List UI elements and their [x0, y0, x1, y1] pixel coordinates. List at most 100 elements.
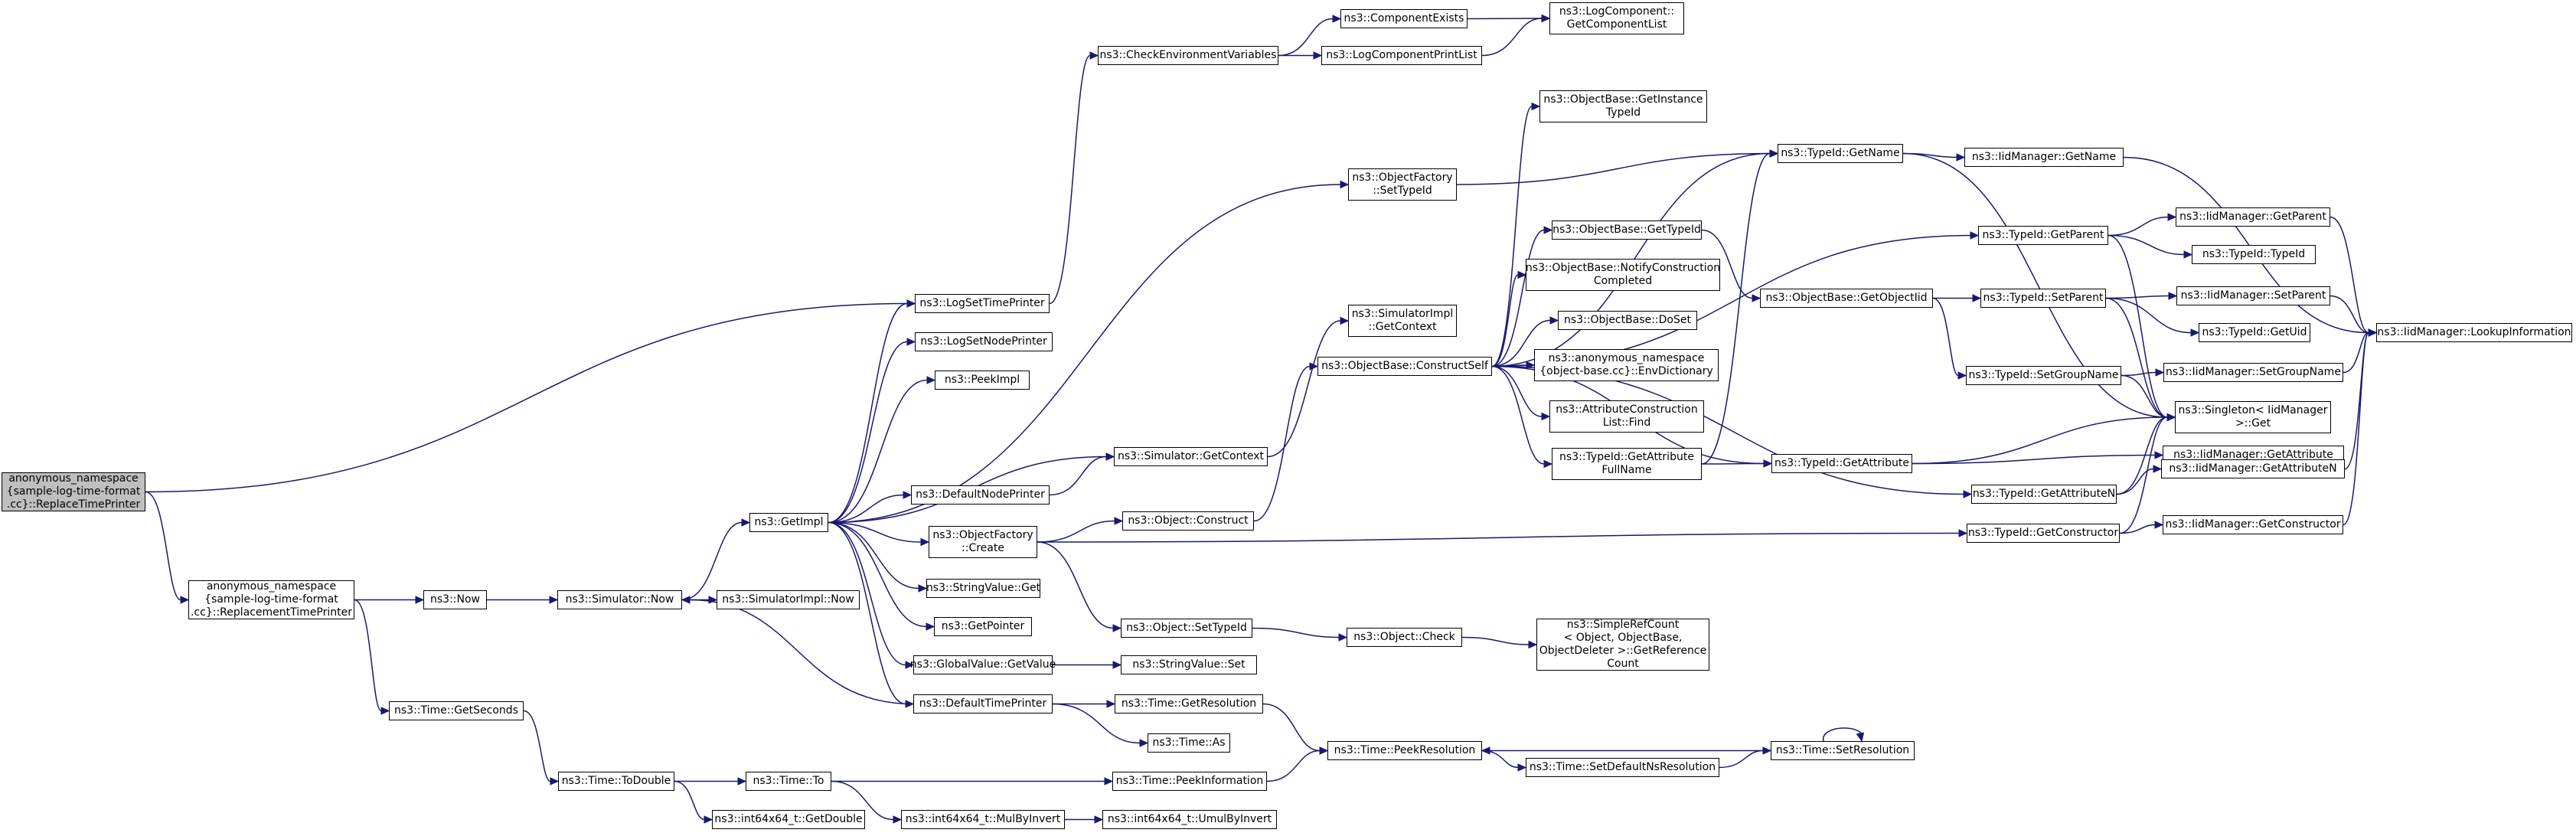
graph-node-simnow[interactable]: ns3::Simulator::Now	[557, 590, 682, 609]
graph-node-lookupinfo[interactable]: ns3::IidManager::LookupInformation	[2376, 323, 2572, 342]
graph-node-timetodouble[interactable]: ns3::Time::ToDouble	[558, 772, 674, 791]
graph-node-deftimeprinter[interactable]: ns3::DefaultTimePrinter	[913, 694, 1053, 714]
graph-node-timeas[interactable]: ns3::Time::As	[1148, 733, 1230, 753]
graph-node-doset[interactable]: ns3::ObjectBase::DoSet	[1558, 311, 1697, 330]
graph-node-timepeekinfo[interactable]: ns3::Time::PeekInformation	[1112, 772, 1267, 791]
edge-getimpl-to-deftimeprinter	[828, 521, 915, 708]
graph-node-label: ns3::TypeId::SetParent	[1983, 292, 2104, 304]
graph-node-singletonget[interactable]: ns3::Singleton< IidManager >::Get	[2175, 401, 2331, 433]
graph-node-label: ns3::Time::As	[1152, 736, 1226, 749]
graph-node-label: ns3::TypeId::GetAttribute FullName	[1559, 451, 1694, 476]
graph-node-getattrfullname[interactable]: ns3::TypeId::GetAttribute FullName	[1552, 448, 1702, 480]
graph-node-label: ns3::SimpleRefCount < Object, ObjectBase…	[1539, 619, 1707, 670]
graph-node-replacement[interactable]: anonymous_namespace {sample-log-time-for…	[188, 580, 354, 619]
edge-timeto-to-mulbyinvert	[831, 780, 903, 824]
graph-node-label: ns3::LogSetTimePrinter	[919, 297, 1045, 309]
graph-node-label: ns3::Object::Check	[1353, 631, 1455, 643]
graph-node-label: ns3::TypeId::GetAttributeN	[1972, 488, 2116, 500]
graph-node-checkenv[interactable]: ns3::CheckEnvironmentVariables	[1098, 46, 1278, 65]
graph-node-timegetres[interactable]: ns3::Time::GetResolution	[1115, 694, 1263, 714]
edge-constructself-to-getattrfullname	[1491, 365, 1553, 469]
graph-node-getinstancetypeid[interactable]: ns3::ObjectBase::GetInstance TypeId	[1539, 90, 1707, 122]
graph-node-setdefaultns[interactable]: ns3::Time::SetDefaultNsResolution	[1526, 758, 1719, 777]
graph-node-label: ns3::TypeId::GetParent	[1982, 229, 2104, 241]
graph-node-label: ns3::ObjectBase::GetTypeId	[1552, 224, 1701, 236]
graph-node-simimplgetcontext[interactable]: ns3::SimulatorImpl ::GetContext	[1348, 305, 1457, 337]
graph-node-typeidgetattribute[interactable]: ns3::TypeId::GetAttribute	[1771, 454, 1912, 473]
edge-getobjectiid-to-typeidsetgroupname	[1932, 297, 1967, 380]
graph-node-objfactcreate[interactable]: ns3::ObjectFactory ::Create	[929, 526, 1037, 558]
graph-node-iidgetparent[interactable]: ns3::IidManager::GetParent	[2176, 207, 2330, 227]
graph-node-label: ns3::ObjectBase::DoSet	[1564, 314, 1691, 326]
graph-node-label: ns3::ObjectBase::ConstructSelf	[1321, 360, 1488, 372]
graph-node-root[interactable]: anonymous_namespace {sample-log-time-for…	[2, 472, 145, 511]
graph-node-label: ns3::ObjectBase::GetInstance TypeId	[1543, 93, 1703, 119]
graph-node-simplerefcount[interactable]: ns3::SimpleRefCount < Object, ObjectBase…	[1536, 619, 1709, 671]
graph-node-iidsetgroupname[interactable]: ns3::IidManager::SetGroupName	[2163, 363, 2343, 382]
graph-node-getpointer[interactable]: ns3::GetPointer	[934, 617, 1032, 636]
graph-node-label: anonymous_namespace {sample-log-time-for…	[190, 580, 352, 619]
graph-node-logsettime[interactable]: ns3::LogSetTimePrinter	[915, 294, 1050, 313]
edge-typeidsetparent-to-singletonget	[2105, 297, 2176, 422]
graph-node-label: ns3::DefaultTimePrinter	[919, 697, 1047, 710]
graph-node-objfactsettypeid[interactable]: ns3::ObjectFactory ::SetTypeId	[1348, 168, 1457, 201]
graph-node-umulbyinvert[interactable]: ns3::int64x64_t::UmulByInvert	[1102, 810, 1277, 829]
edge-logcompprint-to-logcomplist	[1481, 14, 1551, 57]
graph-node-objsettypeid[interactable]: ns3::Object::SetTypeId	[1121, 619, 1252, 638]
graph-node-iidgetconstructor[interactable]: ns3::IidManager::GetConstructor	[2163, 515, 2343, 534]
graph-node-label: ns3::Object::SetTypeId	[1126, 622, 1247, 634]
graph-node-iidgetattributen[interactable]: ns3::IidManager::GetAttributeN	[2161, 459, 2345, 478]
graph-node-typeidgetname[interactable]: ns3::TypeId::GetName	[1778, 144, 1903, 163]
graph-node-logcompprint[interactable]: ns3::LogComponentPrintList	[1321, 46, 1482, 65]
graph-node-constructself[interactable]: ns3::ObjectBase::ConstructSelf	[1317, 357, 1492, 376]
graph-node-now[interactable]: ns3::Now	[423, 590, 487, 609]
graph-node-notifyconstruction[interactable]: ns3::ObjectBase::NotifyConstruction Comp…	[1526, 259, 1720, 291]
graph-node-setres[interactable]: ns3::Time::SetResolution	[1771, 741, 1915, 760]
graph-node-typeidsetgroupname[interactable]: ns3::TypeId::SetGroupName	[1966, 366, 2121, 385]
graph-node-peekimpl[interactable]: ns3::PeekImpl	[935, 371, 1030, 390]
graph-node-simgetcontext[interactable]: ns3::Simulator::GetContext	[1114, 447, 1268, 466]
edge-constructself-to-getinstancetypeid	[1491, 102, 1541, 367]
graph-node-defnodeprinter[interactable]: ns3::DefaultNodePrinter	[911, 485, 1050, 505]
graph-node-globalvalueget[interactable]: ns3::GlobalValue::GetValue	[910, 655, 1056, 674]
graph-node-objcheck[interactable]: ns3::Object::Check	[1347, 628, 1462, 647]
graph-node-attrconstruction[interactable]: ns3::AttributeConstruction List::Find	[1549, 400, 1704, 433]
graph-node-compexists[interactable]: ns3::ComponentExists	[1340, 9, 1468, 28]
graph-node-label: ns3::Time::ToDouble	[561, 775, 671, 787]
graph-node-label: ns3::SimulatorImpl ::GetContext	[1351, 308, 1454, 333]
edge-getimpl-to-objfactsettypeid	[828, 180, 1350, 524]
edge-defnodeprinter-to-simgetcontext	[1049, 452, 1115, 496]
graph-node-getobjectiid[interactable]: ns3::ObjectBase::GetObjectIid	[1760, 289, 1933, 308]
edge-setres-to-timepeekres	[1481, 746, 1771, 755]
graph-node-timepeekres[interactable]: ns3::Time::PeekResolution	[1327, 741, 1482, 760]
graph-node-timeto[interactable]: ns3::Time::To	[746, 772, 831, 791]
edge-getattrfullname-to-typeidgetname	[1701, 149, 1779, 465]
graph-node-label: ns3::TypeId::GetName	[1781, 147, 1900, 159]
edge-getimpl-to-peekimpl	[828, 376, 936, 524]
graph-node-label: ns3::IidManager::GetConstructor	[2165, 518, 2341, 531]
graph-node-iidgetname[interactable]: ns3::IidManager::GetName	[1964, 148, 2124, 167]
graph-node-typeidtypeid[interactable]: ns3::TypeId::TypeId	[2192, 245, 2316, 264]
graph-node-typeidgetuid[interactable]: ns3::TypeId::GetUid	[2199, 323, 2310, 342]
graph-node-simimplnow[interactable]: ns3::SimulatorImpl::Now	[717, 590, 860, 609]
graph-node-iidsetparent[interactable]: ns3::IidManager::SetParent	[2176, 286, 2330, 305]
graph-node-typeidgetconstructor[interactable]: ns3::TypeId::GetConstructor	[1967, 524, 2120, 543]
graph-node-objconstruct[interactable]: ns3::Object::Construct	[1122, 511, 1254, 531]
edge-getimpl-to-defnodeprinter	[828, 491, 913, 524]
graph-node-stringvalueget[interactable]: ns3::StringValue::Get	[926, 579, 1040, 598]
graph-node-mulbyinvert[interactable]: ns3::int64x64_t::MulByInvert	[901, 810, 1065, 829]
graph-node-logcomplist[interactable]: ns3::LogComponent:: GetComponentList	[1549, 2, 1684, 34]
graph-node-getimpl[interactable]: ns3::GetImpl	[749, 513, 828, 532]
graph-node-typeidgetattributen[interactable]: ns3::TypeId::GetAttributeN	[1971, 485, 2117, 504]
graph-node-lognodeprinter[interactable]: ns3::LogSetNodePrinter	[915, 332, 1053, 351]
graph-node-objbasegettypeid[interactable]: ns3::ObjectBase::GetTypeId	[1552, 220, 1702, 240]
graph-node-label: ns3::StringValue::Get	[926, 582, 1041, 594]
graph-node-typeidsetparent[interactable]: ns3::TypeId::SetParent	[1980, 289, 2106, 308]
graph-node-typeidgetparent[interactable]: ns3::TypeId::GetParent	[1978, 226, 2108, 245]
graph-node-stringvalueset[interactable]: ns3::StringValue::Set	[1121, 655, 1257, 674]
graph-node-getdouble[interactable]: ns3::int64x64_t::GetDouble	[712, 810, 865, 829]
graph-node-envdictionary[interactable]: ns3::anonymous_namespace {object-base.cc…	[1534, 349, 1719, 381]
graph-node-label: ns3::Simulator::GetContext	[1117, 450, 1265, 462]
graph-node-timegetseconds[interactable]: ns3::Time::GetSeconds	[389, 701, 524, 720]
edge-getimpl-to-objfactcreate	[828, 521, 930, 547]
